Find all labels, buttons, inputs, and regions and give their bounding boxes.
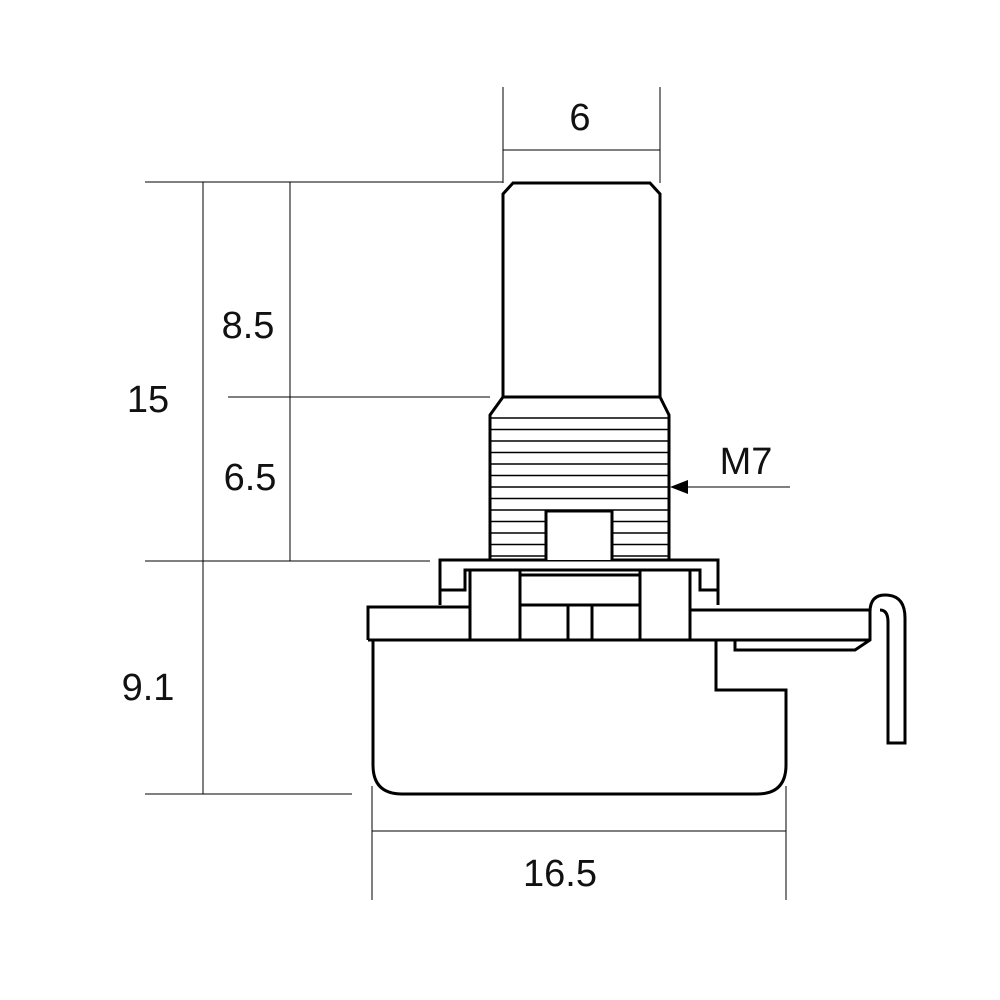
m7-arrowhead [670, 480, 688, 494]
dim-shaft-diameter: 6 [569, 97, 590, 139]
dim-body-height: 9.1 [122, 667, 175, 709]
center-key [544, 509, 614, 560]
housing-plate [366, 605, 872, 652]
threaded-bushing [488, 395, 671, 560]
terminal-lead [868, 593, 907, 745]
dim-total-height: 15 [127, 379, 169, 421]
housing-body [371, 640, 788, 796]
shaft [501, 181, 662, 397]
dimension-lines [145, 87, 790, 900]
dim-body-width: 16.5 [523, 853, 597, 895]
dim-shaft-length: 8.5 [222, 305, 275, 347]
rotor-slot-left [518, 603, 570, 642]
dim-thread-length: 6.5 [224, 457, 277, 499]
component-outline [366, 181, 907, 796]
rotor-slot-right [590, 603, 642, 642]
flange-inner [440, 568, 718, 592]
dim-thread-spec: M7 [720, 441, 773, 483]
